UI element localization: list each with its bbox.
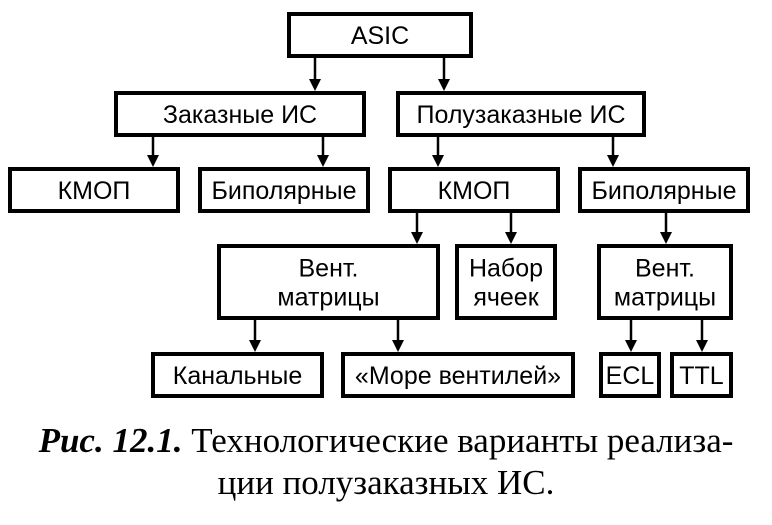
node-ecl: ECL <box>599 352 661 398</box>
figure-label: Рис. 12.1. <box>38 421 183 460</box>
node-label: Биполярные <box>212 177 357 205</box>
node-label: Заказные ИС <box>163 101 317 129</box>
node-label: КМОП <box>58 177 131 205</box>
node-label: ASIC <box>351 22 409 50</box>
node-box <box>670 352 733 398</box>
node-label: «Море вентилей» <box>355 362 561 390</box>
node-label: Вент. <box>298 255 358 283</box>
arrowhead <box>249 340 261 352</box>
arrowhead <box>607 155 619 167</box>
arrowhead <box>317 155 329 167</box>
edge-cmos-gate-array-to-sea-of-gates <box>392 320 404 352</box>
node-label: ячеек <box>473 284 539 312</box>
caption-line-1: Технологические варианты реализа- <box>182 421 734 460</box>
edge-custom-ic-to-custom-bipolar <box>317 137 329 167</box>
node-box <box>217 244 440 320</box>
node-box <box>388 167 560 213</box>
node-box <box>455 244 557 320</box>
node-ttl: TTL <box>670 352 733 398</box>
node-custom-bipolar: Биполярные <box>198 167 370 213</box>
edge-bipolar-gate-array-to-ttl <box>696 320 708 352</box>
arrowhead <box>309 79 321 91</box>
node-box <box>599 352 661 398</box>
node-label: Вент. <box>635 255 695 283</box>
arrowhead <box>411 232 423 244</box>
arrowhead <box>432 155 444 167</box>
node-box <box>578 167 750 213</box>
node-sea-of-gates: «Море вентилей» <box>341 352 575 398</box>
node-box <box>341 352 575 398</box>
node-channeled: Канальные <box>151 352 324 398</box>
node-label: КМОП <box>438 177 511 205</box>
node-asic: ASIC <box>287 12 473 58</box>
node-box <box>114 91 366 137</box>
node-semicustom-ic: Полузаказные ИС <box>396 91 646 137</box>
node-box <box>151 352 324 398</box>
node-label: матрицы <box>277 284 379 312</box>
arrowhead <box>660 232 672 244</box>
arrowhead <box>438 79 450 91</box>
node-bipolar-gate-array: Вент.матрицы <box>597 244 733 320</box>
node-box <box>396 91 646 137</box>
edge-custom-ic-to-custom-cmos <box>147 137 159 167</box>
edge-semicustom-ic-to-semicustom-cmos <box>432 137 444 167</box>
edge-asic-to-custom-ic <box>309 58 321 91</box>
node-box <box>198 167 370 213</box>
node-box <box>287 12 473 58</box>
node-label: Полузаказные ИС <box>417 101 626 129</box>
edge-bipolar-gate-array-to-ecl <box>625 320 637 352</box>
edge-semicustom-cmos-to-cell-library <box>505 213 517 244</box>
node-box <box>8 167 180 213</box>
edge-semicustom-bipolar-to-bipolar-gate-array <box>660 213 672 244</box>
node-label: Биполярные <box>592 177 737 205</box>
node-label: Набор <box>469 255 543 283</box>
edge-semicustom-ic-to-semicustom-bipolar <box>607 137 619 167</box>
node-box <box>597 244 733 320</box>
node-label: TTL <box>679 362 724 390</box>
node-label: Канальные <box>173 362 302 390</box>
node-custom-cmos: КМОП <box>8 167 180 213</box>
arrowhead <box>696 340 708 352</box>
arrowhead <box>625 340 637 352</box>
figure-caption: Рис. 12.1. Технологические варианты реал… <box>0 420 772 504</box>
edge-asic-to-semicustom-ic <box>438 58 450 91</box>
node-label: ECL <box>606 362 655 390</box>
edge-semicustom-cmos-to-cmos-gate-array <box>411 213 423 244</box>
node-custom-ic: Заказные ИС <box>114 91 366 137</box>
arrowhead <box>505 232 517 244</box>
caption-line-2: ции полузаказных ИС. <box>217 463 555 502</box>
arrowhead <box>147 155 159 167</box>
node-label: матрицы <box>614 284 716 312</box>
node-semicustom-bipolar: Биполярные <box>578 167 750 213</box>
arrowhead <box>392 340 404 352</box>
node-semicustom-cmos: КМОП <box>388 167 560 213</box>
node-cmos-gate-array: Вент.матрицы <box>217 244 440 320</box>
edge-cmos-gate-array-to-channeled <box>249 320 261 352</box>
